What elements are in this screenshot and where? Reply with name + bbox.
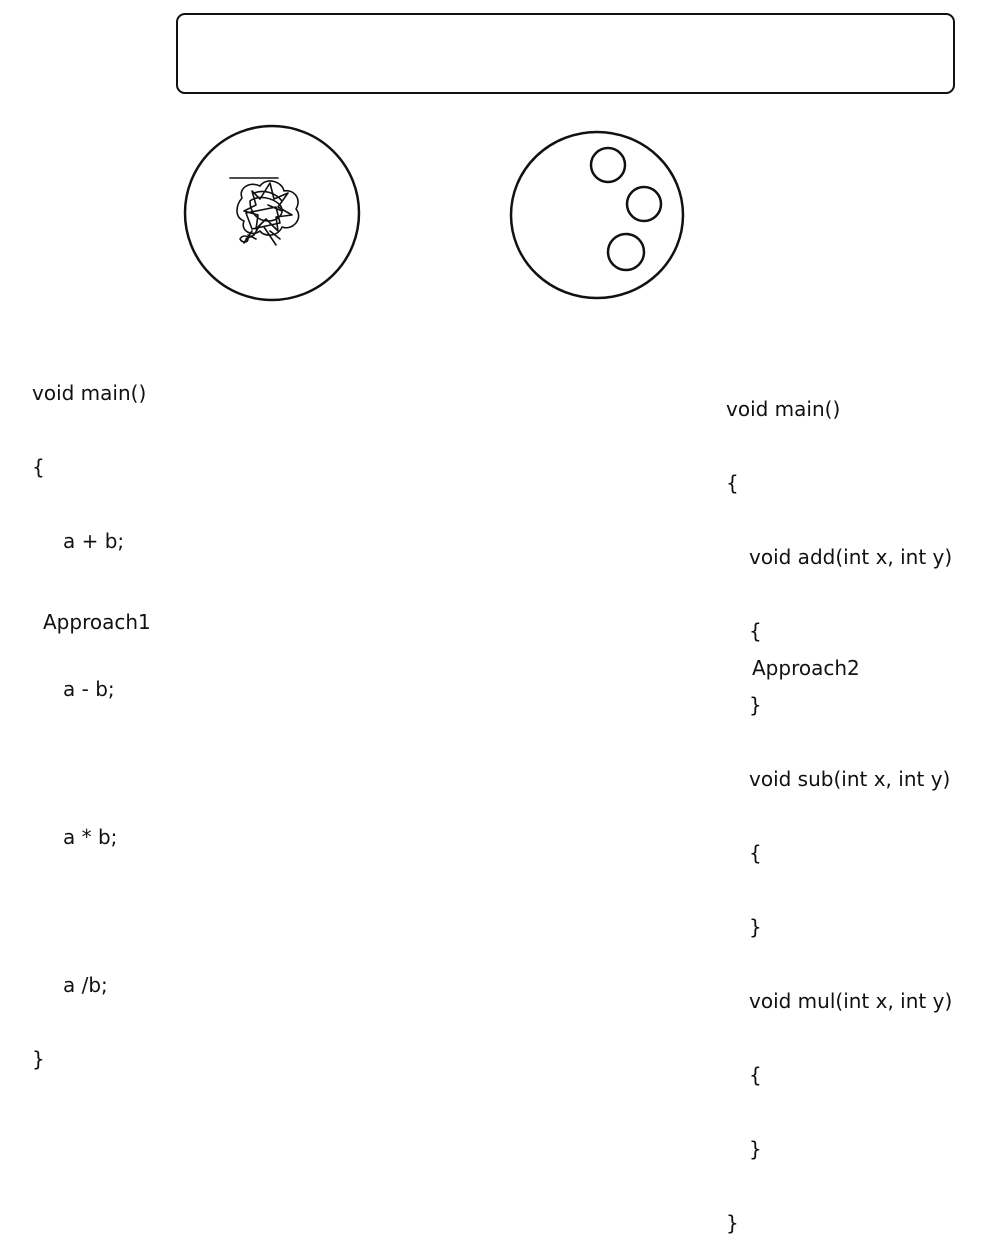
code-line: a /b;: [63, 973, 108, 997]
code-line: void mul(int x, int y): [749, 989, 953, 1013]
code-line: }: [32, 1047, 45, 1071]
code-line: {: [726, 471, 739, 495]
code-line: {: [749, 1063, 762, 1087]
small-circle: [589, 146, 627, 184]
top-rectangle-box: [176, 13, 955, 94]
code-line: a * b;: [63, 825, 118, 849]
code-line: }: [749, 693, 762, 717]
code-line: [32, 750, 146, 776]
code-line: a - b;: [63, 677, 115, 701]
code-line: }: [749, 915, 762, 939]
approach1-circle: [183, 124, 361, 302]
code-line: a + b;: [63, 529, 125, 553]
approach1-code-block: void main() { a + b; a - b; a * b; a /b;…: [32, 332, 146, 1096]
small-circle: [606, 232, 646, 272]
code-line: {: [32, 455, 45, 479]
code-line: {: [749, 841, 762, 865]
tangled-scribble-icon: [229, 177, 300, 246]
approach1-caption: Approach1: [43, 610, 151, 634]
three-small-circles-icon: [589, 146, 663, 272]
code-line: }: [749, 1137, 762, 1161]
approach2-code-block: void main() { void add(int x, int y) { }…: [726, 348, 952, 1260]
approach2-circle: [509, 130, 685, 300]
code-line: {: [749, 619, 762, 643]
code-line: }: [726, 1211, 739, 1235]
code-line: void main(): [726, 397, 841, 421]
code-line: void sub(int x, int y): [749, 767, 951, 791]
code-line: void main(): [32, 381, 147, 405]
code-line: void add(int x, int y): [749, 545, 953, 569]
small-circle: [625, 185, 663, 223]
code-line: [32, 898, 146, 924]
approach2-caption: Approach2: [752, 656, 860, 680]
